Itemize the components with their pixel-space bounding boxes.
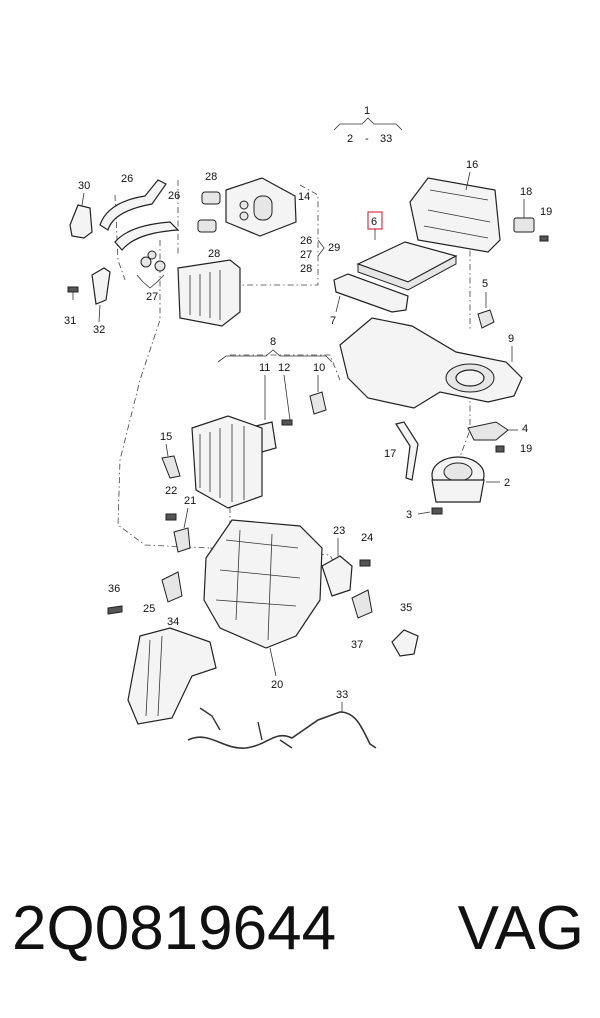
callout-28-a: 28: [205, 171, 217, 183]
callout-1: 1: [364, 105, 370, 117]
callout-15: 15: [160, 431, 172, 443]
part-17-wiring: [395, 421, 419, 481]
callout-19-b: 19: [520, 443, 532, 455]
callout-20: 20: [271, 679, 283, 691]
part-15-sensor: [161, 455, 181, 479]
part-7-filter-frame: [333, 273, 409, 313]
part-22-screw: [165, 513, 177, 521]
heater-core: [177, 259, 241, 327]
callout-33: 33: [336, 689, 348, 701]
callout-22: 22: [165, 485, 177, 497]
callout-5: 5: [482, 278, 488, 290]
exploded-parts-diagram: 1 2 - 33 30 26 26 28 28 14 27 26 27 28: [64, 105, 552, 749]
callout-1-range-end: 33: [380, 133, 392, 145]
callout-8: 8: [270, 336, 276, 348]
callout-28-b: 28: [208, 248, 220, 260]
callout-36: 36: [108, 583, 120, 595]
callout-31: 31: [64, 315, 76, 327]
part-21-connector: [173, 527, 191, 553]
part-3-screw: [431, 507, 443, 515]
part-37-bracket: [351, 589, 373, 619]
part-35-sensor: [391, 629, 419, 657]
part-30-bracket: [69, 204, 93, 239]
callout-4: 4: [522, 423, 528, 435]
part-19-screw-upper: [539, 235, 549, 242]
callout-28-c: 28: [300, 263, 312, 275]
part-26-hose-lower: [114, 221, 180, 251]
callout-32: 32: [93, 324, 105, 336]
callout-17: 17: [384, 448, 396, 460]
part-20-lower-housing: [203, 519, 323, 649]
evaporator: [191, 415, 263, 509]
callout-11: 11: [259, 362, 270, 374]
callout-7: 7: [330, 315, 336, 327]
callout-25: 25: [143, 603, 155, 615]
callout-27-a: 27: [146, 291, 158, 303]
part-number: 2Q0819644: [12, 894, 337, 963]
callout-19-a: 19: [540, 206, 552, 218]
callout-26-b: 26: [168, 190, 180, 202]
part-28-clip-lower: [197, 219, 217, 233]
part-33-wiring-harness: [187, 711, 377, 749]
part-25-air-duct: [127, 627, 217, 725]
callout-27-b: 27: [300, 249, 312, 261]
part-27-oring: [140, 256, 152, 268]
callout-37: 37: [351, 639, 363, 651]
part-10-sensor: [309, 391, 327, 415]
callout-12: 12: [278, 362, 290, 374]
callout-1-range-sep: -: [365, 133, 369, 145]
part-36-screw: [107, 605, 123, 615]
callout-34: 34: [167, 616, 179, 628]
part-23-actuator: [321, 555, 353, 597]
callout-10: 10: [313, 362, 325, 374]
callout-3: 3: [406, 509, 412, 521]
part-24-screw: [359, 559, 371, 567]
callout-29: 29: [328, 242, 340, 254]
callout-6: 6: [371, 216, 377, 228]
callout-2: 2: [504, 477, 510, 489]
part-4-actuator: [467, 421, 509, 441]
callout-16: 16: [466, 159, 478, 171]
callout-14: 14: [298, 191, 310, 203]
callout-26-c: 26: [300, 235, 312, 247]
part-31-bolt: [67, 286, 79, 293]
callout-18: 18: [520, 186, 532, 198]
part-9-blower-housing: [339, 317, 523, 409]
callout-1-range-start: 2: [347, 133, 353, 145]
callout-35: 35: [400, 602, 412, 614]
part-18-sensor: [513, 217, 535, 233]
callout-24: 24: [361, 532, 373, 544]
callout-30: 30: [78, 180, 90, 192]
part-26-hose: [99, 179, 167, 231]
part-32-bracket: [91, 267, 111, 305]
callout-9: 9: [508, 333, 514, 345]
callout-21: 21: [184, 495, 196, 507]
brand-name: VAG: [457, 894, 584, 963]
part-28-clip-upper: [201, 191, 221, 205]
part-34-actuator: [161, 571, 183, 603]
callout-26-a: 26: [121, 173, 133, 185]
part-12-screw: [281, 419, 293, 426]
callout-1-group: 1 2 - 33: [333, 105, 403, 145]
part-19-screw-lower: [495, 445, 505, 453]
part-5-clip: [477, 309, 495, 329]
callout-23: 23: [333, 525, 345, 537]
